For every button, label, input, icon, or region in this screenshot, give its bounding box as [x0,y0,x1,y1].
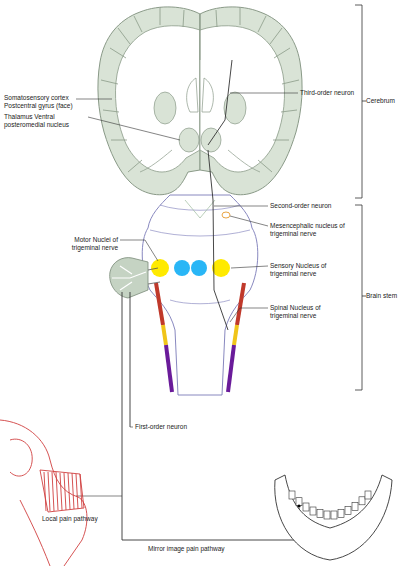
mandible [297,504,300,507]
trigeminal-tract [163,325,166,345]
bracket [355,5,366,198]
nucleus-circle [212,259,230,277]
trigeminal-tract [166,345,172,392]
nucleus-circle [151,212,230,277]
leader-line [76,99,112,100]
mandible [345,507,351,515]
neuron-path [122,292,299,540]
trigeminal-tract [156,283,244,392]
nucleus-circle [222,212,230,218]
nucleus-circle [191,260,207,276]
callout-label: Second-order neuron [270,202,350,210]
face-sketch [20,500,50,566]
neuron-path [130,292,131,427]
leader-line [230,216,268,226]
neuron-path [208,150,228,330]
face-sketch [10,439,32,476]
brainstem [142,195,258,395]
callout-label: Local pain pathway [42,515,122,523]
trigeminal-ganglion [148,268,160,284]
leader-line [130,427,133,428]
mandible [303,503,309,511]
callout-label: Third-order neuron [300,89,360,97]
neuron-path [208,60,232,145]
mandible [338,509,344,517]
callout-label: Motor Nuclei of trigeminal nerve [62,236,118,252]
mandible [324,511,330,519]
callout-label: Thalamus Ventral posteromedial nucleus [4,113,88,129]
callout-label: Mesencephalic nucleus of trigeminal nerv… [270,222,350,238]
leader-line [214,206,268,207]
brainstem [185,200,215,218]
cerebrum-section [200,7,302,195]
face-sketch [0,420,87,566]
brainstem [142,195,258,395]
trigeminal-tract [228,345,234,392]
cerebrum-section [200,14,201,60]
leader-line [231,266,268,268]
cerebrum-section [98,7,200,195]
nucleus-circle [151,259,169,277]
trigeminal-ganglion [110,258,148,298]
callout-label: First-order neuron [135,423,215,431]
leader-line [76,93,298,496]
mandible [331,511,337,519]
leader-line [88,117,180,140]
callout-label: Somatosensory cortex Postcentral gyrus (… [4,94,76,110]
trigeminal-tract [237,283,244,325]
leader-line [120,240,158,261]
face-sketch [0,420,87,566]
trigeminal-ganglion [112,266,146,290]
face-sketch [44,472,82,511]
trigeminal-tract [156,283,163,325]
mandible [275,475,392,560]
callout-label: Sensory Nucleus of trigeminal nerve [270,262,345,278]
mandible [289,491,371,519]
leader-line [230,93,298,94]
leader-line [230,308,268,322]
bracket [355,5,366,390]
callout-label: Spinal Nucleus of trigeminal nerve [270,304,345,320]
trigeminal-ganglion [110,258,160,298]
callout-label: Brain stem [366,292,400,300]
mandible [310,507,316,515]
mandible [359,497,365,505]
trigeminal-tract [234,325,237,345]
callout-label: Mirror image pain pathway [148,545,258,553]
mandible [289,491,295,499]
mandible [352,502,358,510]
brainstem [150,205,250,304]
mandible [275,475,392,560]
face-sketch [40,470,84,512]
cerebrum-section [98,7,302,195]
mandible [317,510,323,518]
nucleus-circle [174,260,190,276]
callout-label: Cerebrum [366,97,400,105]
mandible [365,491,371,499]
bracket [355,205,366,390]
